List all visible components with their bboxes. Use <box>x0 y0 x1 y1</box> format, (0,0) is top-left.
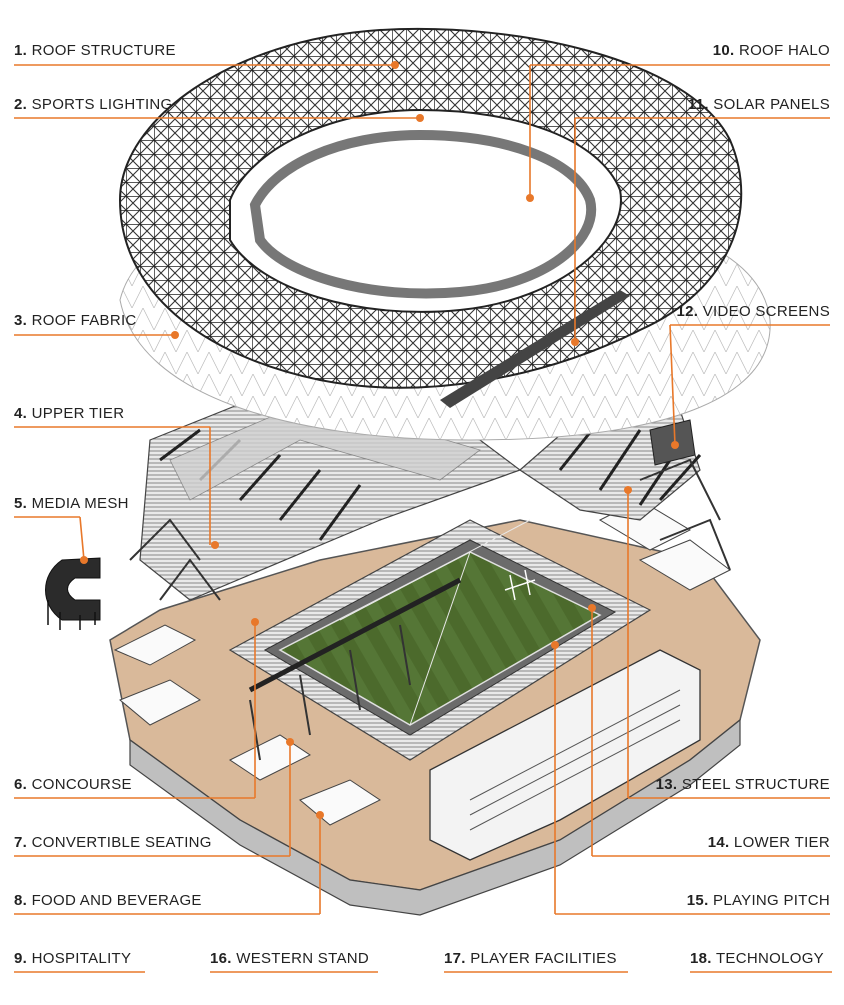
label-hospitality: 9. HOSPITALITY <box>14 950 131 968</box>
pointer-dot-food-and-beverage <box>316 811 324 819</box>
label-text: UPPER TIER <box>27 405 125 422</box>
pointer-dot-video-screens <box>671 441 679 449</box>
label-text: TECHNOLOGY <box>711 950 824 967</box>
label-text: ROOF STRUCTURE <box>27 42 176 59</box>
label-number: 15. <box>686 892 709 909</box>
label-number: 4. <box>14 405 28 422</box>
label-text: FOOD AND BEVERAGE <box>27 892 202 909</box>
label-number: 5. <box>14 495 28 512</box>
label-number: 9. <box>14 950 28 967</box>
label-text: LOWER TIER <box>729 834 830 851</box>
pointer-dot-convertible-seating <box>286 738 294 746</box>
label-number: 3. <box>14 312 28 329</box>
label-number: 2. <box>14 96 28 113</box>
label-number: 12. <box>676 303 699 320</box>
label-western-stand: 16. WESTERN STAND <box>210 950 369 968</box>
pointer-dot-media-mesh <box>80 556 88 564</box>
label-number: 10. <box>712 42 735 59</box>
label-steel-structure: 13. STEEL STRUCTURE <box>656 776 830 794</box>
pointer-dot-sports-lighting <box>416 114 424 122</box>
label-food-and-beverage: 8. FOOD AND BEVERAGE <box>14 892 202 910</box>
label-roof-fabric: 3. ROOF FABRIC <box>14 312 137 330</box>
label-roof-halo: 10. ROOF HALO <box>713 42 830 60</box>
playing-pitch <box>278 519 602 726</box>
label-player-facilities: 17. PLAYER FACILITIES <box>444 950 617 968</box>
label-text: HOSPITALITY <box>27 950 132 967</box>
label-number: 18. <box>690 950 712 967</box>
label-text: SOLAR PANELS <box>708 96 830 113</box>
label-sports-lighting: 2. SPORTS LIGHTING <box>14 96 173 114</box>
label-text: CONVERTIBLE SEATING <box>27 834 212 851</box>
label-number: 7. <box>14 834 28 851</box>
label-number: 13. <box>655 776 678 793</box>
pointer-dot-playing-pitch <box>551 641 559 649</box>
pointer-dot-roof-structure <box>391 61 399 69</box>
label-number: 14. <box>707 834 730 851</box>
pointer-dot-lower-tier <box>588 604 596 612</box>
label-text: VIDEO SCREENS <box>698 303 830 320</box>
pointer-dot-steel-structure <box>624 486 632 494</box>
label-media-mesh: 5. MEDIA MESH <box>14 495 129 513</box>
pointer-dot-concourse <box>251 618 259 626</box>
pointer-dot-roof-halo <box>526 194 534 202</box>
label-lower-tier: 14. LOWER TIER <box>708 834 830 852</box>
label-number: 1. <box>14 42 28 59</box>
label-number: 11. <box>687 96 709 113</box>
pointer-dot-roof-fabric <box>171 331 179 339</box>
label-text: STEEL STRUCTURE <box>677 776 830 793</box>
label-number: 8. <box>14 892 28 909</box>
label-convertible-seating: 7. CONVERTIBLE SEATING <box>14 834 212 852</box>
label-number: 17. <box>444 950 466 967</box>
label-solar-panels: 11. SOLAR PANELS <box>688 96 830 114</box>
label-text: CONCOURSE <box>27 776 132 793</box>
label-number: 16. <box>210 950 232 967</box>
label-roof-structure: 1. ROOF STRUCTURE <box>14 42 176 60</box>
label-video-screens: 12. VIDEO SCREENS <box>677 303 831 321</box>
label-technology: 18. TECHNOLOGY <box>690 950 824 968</box>
pointer-dot-solar-panels <box>571 338 579 346</box>
label-number: 6. <box>14 776 28 793</box>
label-text: ROOF HALO <box>734 42 830 59</box>
leader-media-mesh <box>79 516 85 561</box>
label-concourse: 6. CONCOURSE <box>14 776 132 794</box>
pointer-dot-upper-tier <box>211 541 219 549</box>
label-text: PLAYER FACILITIES <box>465 950 617 967</box>
label-text: SPORTS LIGHTING <box>27 96 173 113</box>
label-text: ROOF FABRIC <box>27 312 137 329</box>
label-playing-pitch: 15. PLAYING PITCH <box>687 892 830 910</box>
label-text: PLAYING PITCH <box>708 892 830 909</box>
label-upper-tier: 4. UPPER TIER <box>14 405 124 423</box>
leader-video-screens <box>669 324 676 446</box>
label-text: WESTERN STAND <box>231 950 370 967</box>
label-text: MEDIA MESH <box>27 495 129 512</box>
media-mesh-icon <box>45 557 101 630</box>
